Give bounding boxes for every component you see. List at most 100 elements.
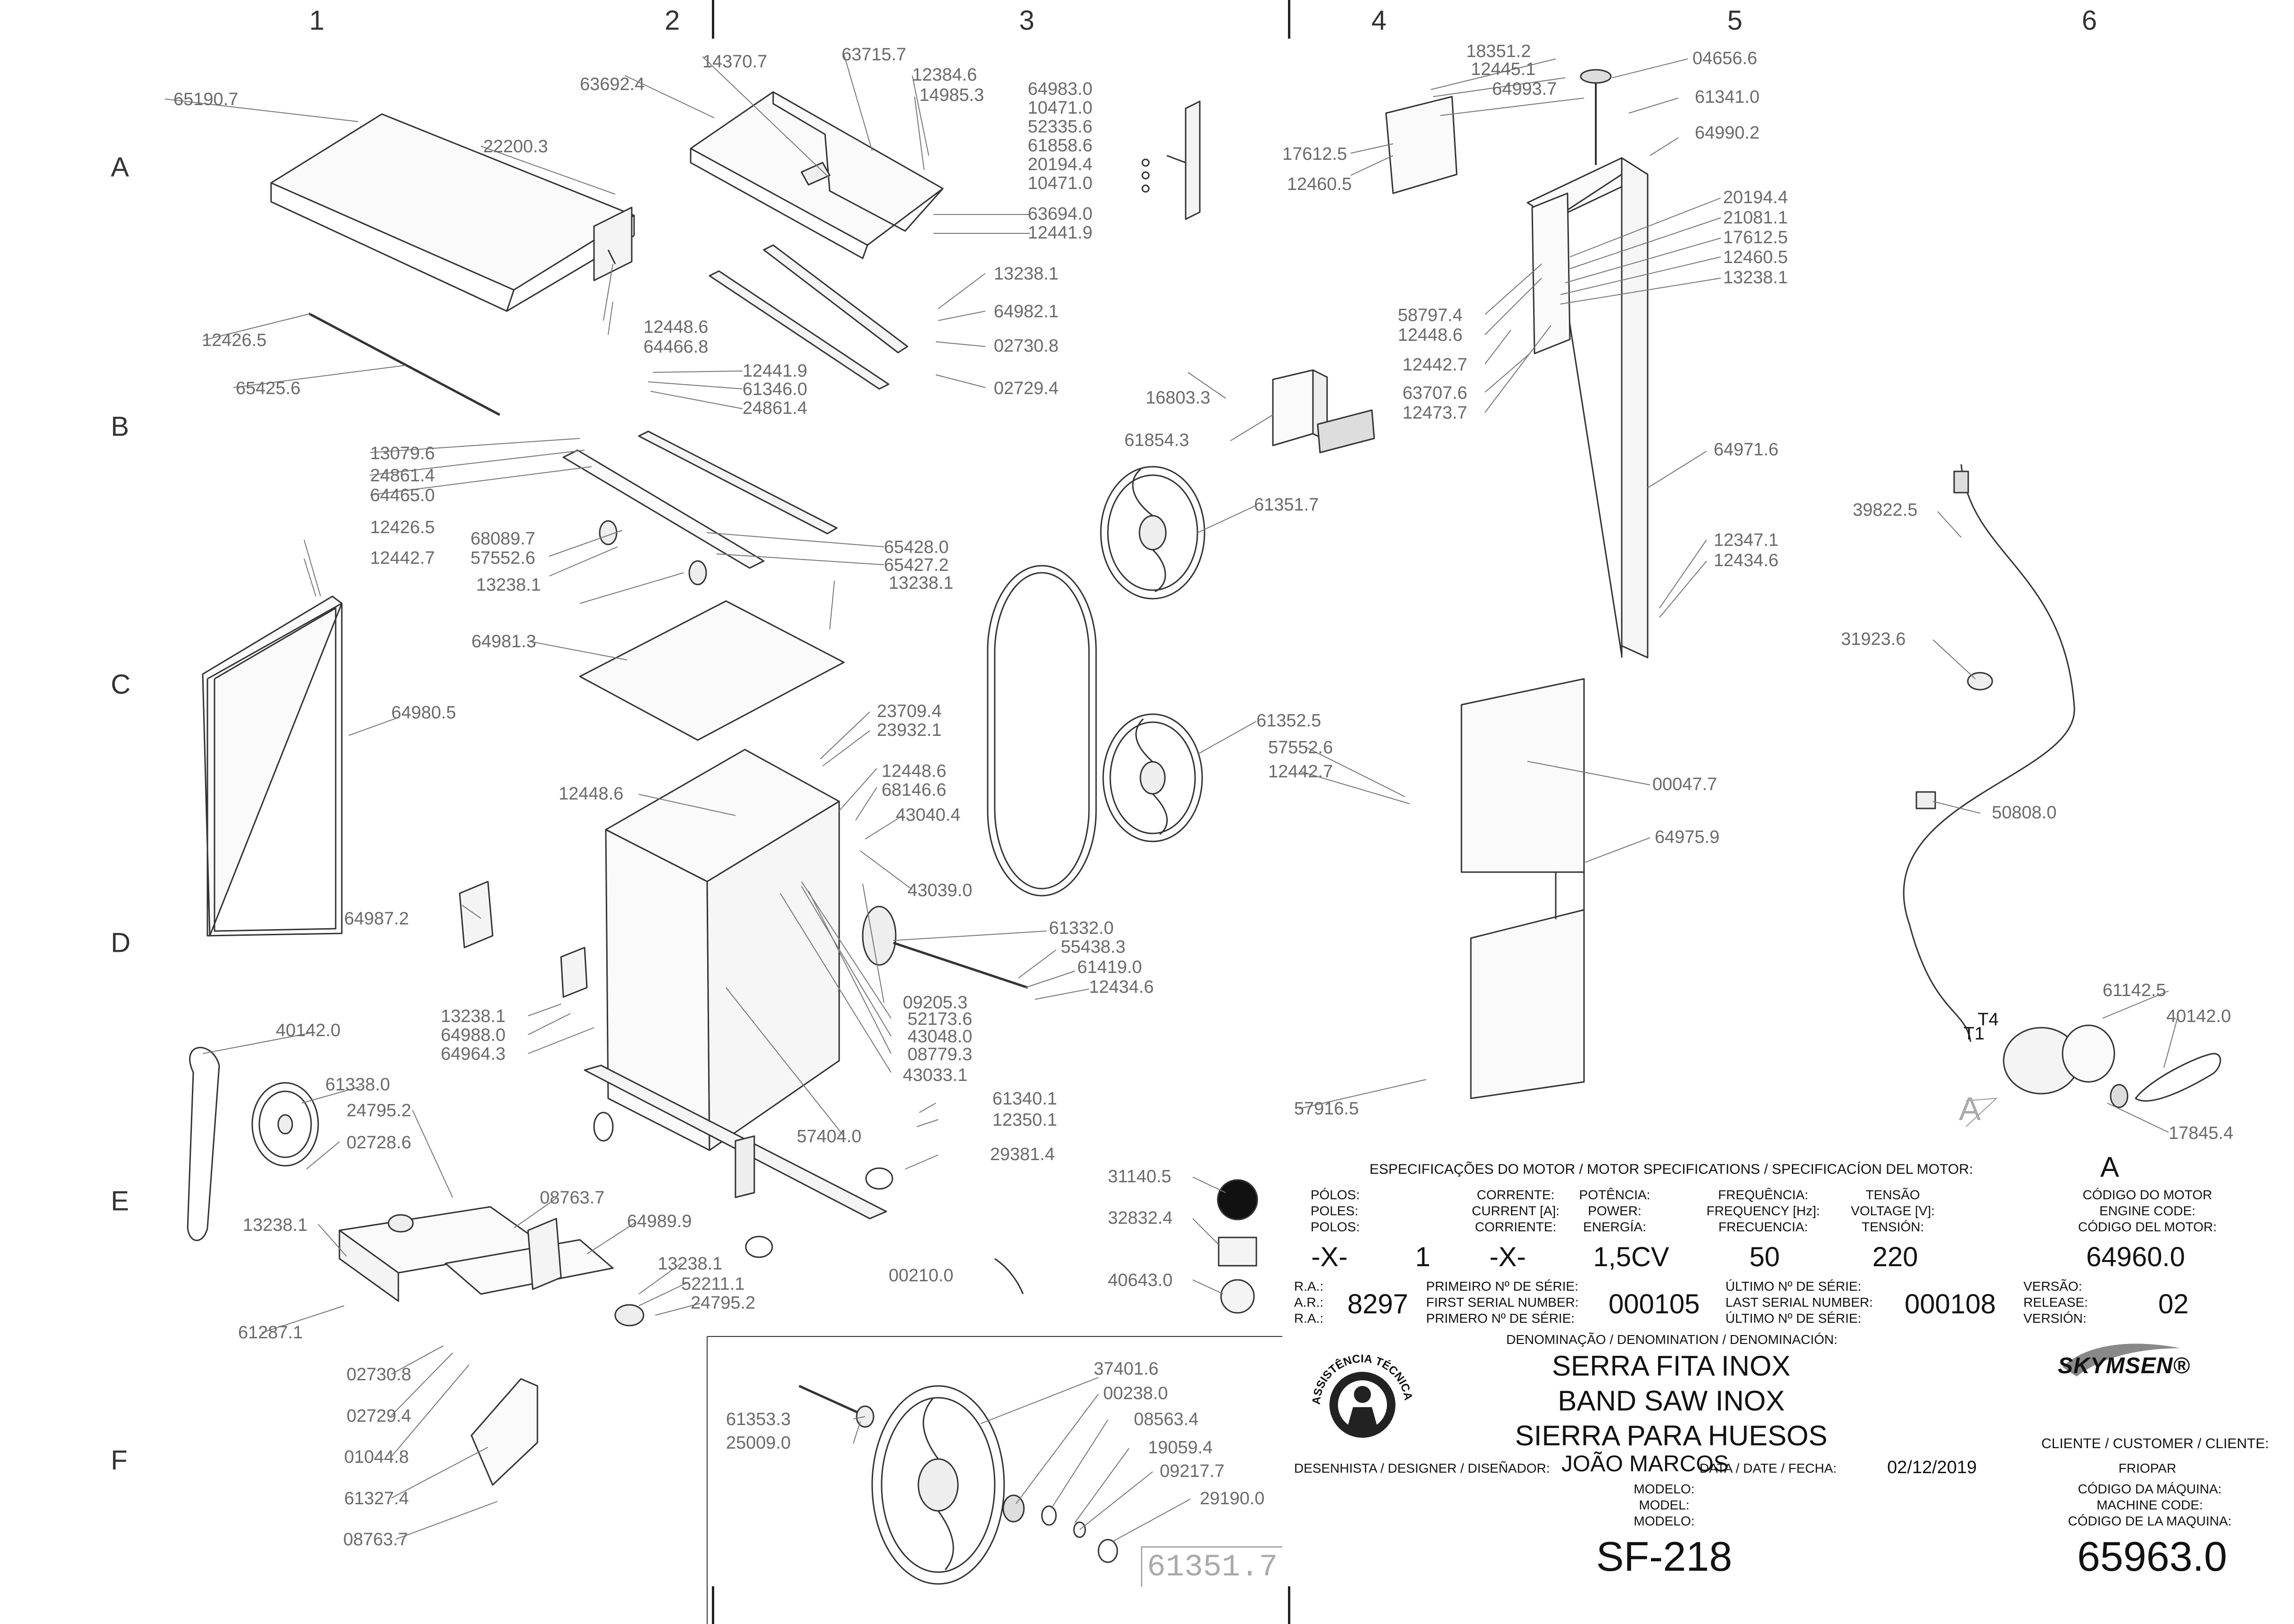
part-label: 13238.1 <box>441 1006 506 1026</box>
tension-knob <box>1580 69 1612 165</box>
spec-date-value: 02/12/2019 <box>1887 1458 1977 1477</box>
border-tick-bottom-2-3 <box>712 1586 714 1624</box>
part-label: 61332.0 <box>1049 918 1114 938</box>
part-label: 68089.7 <box>470 529 536 549</box>
part-label: 43040.4 <box>896 805 961 825</box>
part-label: 63692.4 <box>580 74 645 94</box>
part-label: 31923.6 <box>1841 629 1906 649</box>
part-label: 61419.0 <box>1077 957 1142 977</box>
authorized-service-seal: ASSISTÊNCIA TÉCNICA AUTORIZADA <box>1301 1339 1415 1438</box>
tension-plate <box>470 1378 538 1486</box>
part-label: 29381.4 <box>990 1145 1055 1164</box>
part-label: 64980.5 <box>391 703 456 723</box>
part-label: 02729.4 <box>994 379 1059 398</box>
part-label: 12350.1 <box>992 1110 1057 1130</box>
part-label: 43039.0 <box>908 881 973 900</box>
spec-model-value: SF-218 <box>1596 1533 1733 1580</box>
part-label: 25009.0 <box>726 1433 791 1453</box>
spec-header: ESPECIFICAÇÕES DO MOTOR / MOTOR SPECIFIC… <box>1370 1162 1973 1177</box>
part-label: 13238.1 <box>243 1215 308 1235</box>
spec-last-serial-label: ÚLTIMO Nº DE SÉRIE: LAST SERIAL NUMBER: … <box>1725 1279 1873 1326</box>
spec-date-label: DATA / DATE / FECHA: <box>1700 1461 1837 1476</box>
part-label: 43048.0 <box>908 1027 973 1047</box>
spec-voltage-label: TENSÃO VOLTAGE [V]: TENSIÓN: <box>1851 1187 1935 1235</box>
part-label: 12384.6 <box>912 65 977 85</box>
spec-engine-code-label: CÓDIGO DO MOTOR ENGINE CODE: CÓDIGO DEL … <box>2078 1187 2217 1235</box>
part-label: 39822.5 <box>1853 500 1918 520</box>
curved-wire <box>994 1258 1024 1294</box>
table-top <box>690 91 944 259</box>
brand-logo-swoosh-icon <box>2063 1344 2180 1377</box>
part-label: 12445.1 <box>1471 59 1536 79</box>
part-label: 17612.5 <box>1282 144 1347 164</box>
brand-logo: SKYMSEN® <box>2058 1344 2190 1379</box>
part-label: 12347.1 <box>1714 530 1779 550</box>
part-label: 24795.2 <box>691 1293 756 1313</box>
part-label: 65425.6 <box>236 379 301 398</box>
base-plate <box>579 600 845 741</box>
part-label: 18351.2 <box>1466 41 1531 61</box>
spec-first-serial-label: PRIMEIRO Nº DE SÉRIE: FIRST SERIAL NUMBE… <box>1426 1279 1579 1326</box>
part-label: 64975.9 <box>1655 827 1720 847</box>
part-label: 00047.7 <box>1652 775 1717 794</box>
part-label: 13238.1 <box>994 264 1059 284</box>
detail-snap-ring <box>1097 1539 1118 1563</box>
grid-row-A: A <box>111 152 129 183</box>
part-label: 52211.1 <box>681 1274 745 1294</box>
product-title-es: SIERRA PARA HUESOS <box>1515 1420 1828 1451</box>
spec-model-label: MODELO: MODEL: MODELO: <box>1634 1482 1695 1529</box>
part-label: 61353.3 <box>726 1410 791 1429</box>
part-label: 12460.5 <box>1723 247 1788 267</box>
spec-designer-label: DESENHISTA / DESIGNER / DISEÑADOR: <box>1294 1461 1550 1476</box>
part-label: 17612.5 <box>1723 228 1788 247</box>
part-label: 24861.4 <box>743 398 808 418</box>
blade-wheel-cover <box>1461 678 1585 1099</box>
guide-plate <box>1385 96 1458 194</box>
part-label: 14370.7 <box>702 52 767 72</box>
grid-column-1: 1 <box>309 5 325 36</box>
drive-shaft <box>893 941 1028 989</box>
part-label: 63694.0 <box>1028 204 1093 224</box>
part-label: 61352.5 <box>1256 711 1321 731</box>
v-belt <box>187 1047 220 1241</box>
guide-bracket-upright <box>1141 100 1201 220</box>
part-label: 13238.1 <box>889 573 954 593</box>
grid-row-E: E <box>111 1186 129 1217</box>
part-label: 17845.4 <box>2169 1123 2234 1143</box>
border-tick-top-2-3 <box>712 0 714 39</box>
part-label: 01044.8 <box>344 1447 409 1467</box>
part-label: 40643.0 <box>1108 1270 1173 1290</box>
part-label: 12448.6 <box>882 761 947 781</box>
part-label: 12448.6 <box>559 784 624 804</box>
part-label: 64466.8 <box>644 337 709 357</box>
grid-row-B: B <box>111 411 129 442</box>
motor-terminal-t1: T1 <box>1964 1024 1985 1044</box>
part-label: 61854.3 <box>1124 430 1189 450</box>
spec-last-serial-value: 000108 <box>1905 1289 1996 1319</box>
spec-machine-code-label: CÓDIGO DA MÁQUINA: MACHINE CODE: CÓDIGO … <box>2068 1482 2232 1529</box>
grid-column-6: 6 <box>2081 5 2097 36</box>
part-label: 12434.6 <box>1714 551 1779 570</box>
caution-decal <box>1220 1279 1255 1314</box>
spec-revision-letter: A <box>2100 1151 2120 1183</box>
small-bracket <box>560 947 588 998</box>
part-label: 52173.6 <box>908 1009 973 1029</box>
part-label: 65190.7 <box>173 90 239 109</box>
part-label: 04656.6 <box>1692 49 1758 68</box>
part-label: 52335.6 <box>1028 117 1093 137</box>
part-label: 65428.0 <box>884 537 949 557</box>
part-label: 02729.4 <box>347 1406 412 1426</box>
part-label: 08563.4 <box>1134 1410 1199 1429</box>
guide-block <box>1272 369 1375 453</box>
saw-band-blade <box>987 565 1097 897</box>
border-tick-bottom-3-4 <box>1288 1586 1290 1624</box>
motor-belt <box>2135 1053 2221 1102</box>
warning-decal <box>1217 1179 1258 1220</box>
part-label: 12442.7 <box>370 548 435 568</box>
grid-column-2: 2 <box>664 5 680 36</box>
part-label: 58797.4 <box>1398 305 1463 325</box>
spec-current-value: -X- <box>1489 1242 1526 1272</box>
spec-power-label: POTÊNCIA: POWER: ENERGÍA: <box>1579 1187 1650 1235</box>
part-label: 61346.0 <box>743 379 808 399</box>
